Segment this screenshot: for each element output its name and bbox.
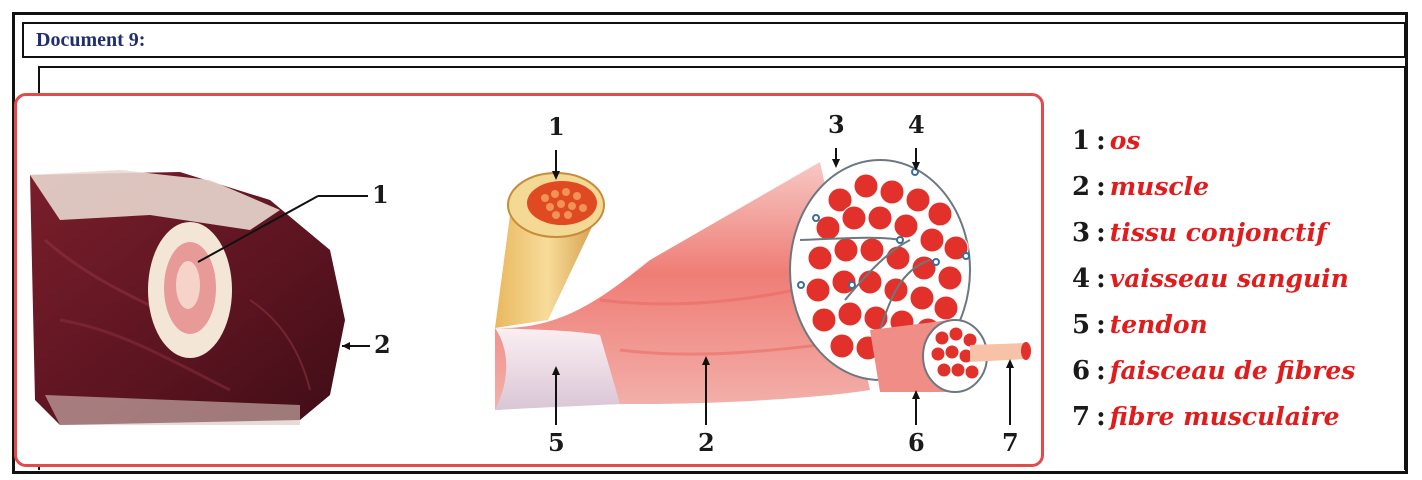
legend-text: vaisseau sanguin [1110, 264, 1349, 293]
diagram-label-4: 4 [908, 110, 925, 139]
legend-number: 5 [1072, 310, 1090, 340]
legend-text: muscle [1110, 172, 1209, 201]
photo-label-muscle: 2 [374, 330, 391, 359]
legend-number: 2 [1072, 172, 1090, 202]
diagram-label-1: 1 [548, 112, 565, 141]
legend-item-3: 3:tissu conjonctif [1072, 210, 1412, 256]
legend-number: 3 [1072, 218, 1090, 248]
legend-text: tissu conjonctif [1110, 218, 1327, 247]
legend-item-5: 5:tendon [1072, 302, 1412, 348]
legend-number: 4 [1072, 264, 1090, 294]
legend-item-1: 1:os [1072, 118, 1412, 164]
diagram-label-2: 2 [698, 428, 715, 457]
photo-label-bone: 1 [372, 180, 389, 209]
diagram-label-7: 7 [1002, 428, 1019, 457]
legend: 1:os 2:muscle 3:tissu conjonctif 4:vaiss… [1072, 118, 1412, 440]
legend-text: tendon [1110, 310, 1208, 339]
legend-number: 7 [1072, 402, 1090, 432]
diagram-label-6: 6 [908, 428, 925, 457]
legend-text: fibre musculaire [1110, 402, 1340, 431]
diagram-label-3: 3 [828, 110, 845, 139]
legend-text: os [1110, 126, 1141, 155]
legend-item-7: 7:fibre musculaire [1072, 394, 1412, 440]
bone-cross-section [148, 222, 232, 358]
legend-item-6: 6:faisceau de fibres [1072, 348, 1412, 394]
legend-number: 6 [1072, 356, 1090, 386]
legend-text: faisceau de fibres [1110, 356, 1356, 385]
legend-item-2: 2:muscle [1072, 164, 1412, 210]
legend-item-4: 4:vaisseau sanguin [1072, 256, 1412, 302]
legend-number: 1 [1072, 126, 1090, 156]
diagram-label-5: 5 [548, 428, 565, 457]
